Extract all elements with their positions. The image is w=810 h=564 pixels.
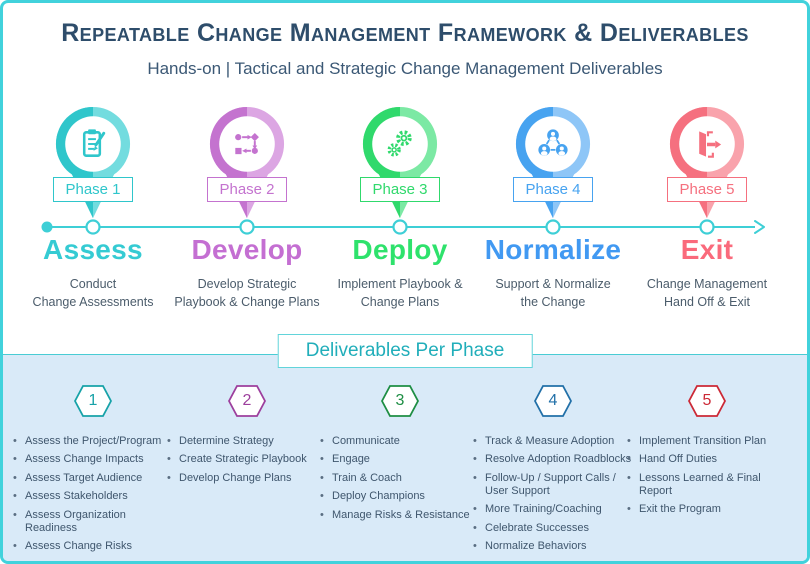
phase-1-name: Assess: [43, 234, 143, 265]
phase-3-label: Phase 3: [360, 177, 440, 202]
page-title: Repeatable Change Management Framework &…: [61, 19, 749, 47]
timeline-node-5: [699, 219, 715, 235]
phase-2-deliverables-list: Determine Strategy Create Strategic Play…: [166, 435, 328, 490]
phase-3-hexagon-badge: 3: [381, 385, 419, 417]
timeline-node-4: [545, 219, 561, 235]
list-item: Manage Risks & Resistance: [319, 509, 481, 522]
list-item: Engage: [319, 453, 481, 466]
list-item: Follow-Up / Support Calls / User Support: [472, 472, 634, 498]
exit-door-icon: [699, 131, 722, 158]
deliverables-section: 1 2 3 4 5 Assess the Project/Program Ass…: [3, 354, 807, 561]
timeline-arrow-icon: [754, 220, 765, 234]
phase-4-hexagon-badge: 4: [534, 385, 572, 417]
phase-5-deliverables-list: Implement Transition Plan Hand Off Dutie…: [626, 435, 788, 522]
phase-3-number: 3: [395, 392, 405, 409]
timeline: [41, 219, 765, 235]
phase-4-name: Normalize: [484, 234, 622, 265]
list-item: Lessons Learned & Final Report: [626, 472, 788, 498]
list-item: Track & Measure Adoption: [472, 435, 634, 448]
phase-1-label: Phase 1: [53, 177, 133, 202]
phase-2-hexagon-badge: 2: [228, 385, 266, 417]
page-subtitle: Hands-on | Tactical and Strategic Change…: [147, 59, 663, 78]
phase-2-label: Phase 2: [207, 177, 287, 202]
phase-3-pin: [361, 105, 439, 227]
phase-4-pin: [514, 105, 592, 227]
timeline-node-3: [392, 219, 408, 235]
list-item: Celebrate Successes: [472, 522, 634, 535]
list-item: Assess Organization Readiness: [12, 509, 174, 535]
list-item: More Training/Coaching: [472, 503, 634, 516]
clipboard-checklist-icon: [82, 129, 106, 157]
list-item: Determine Strategy: [166, 435, 328, 448]
list-item: Implement Transition Plan: [626, 435, 788, 448]
list-item: Communicate: [319, 435, 481, 448]
list-item: Create Strategic Playbook: [166, 453, 328, 466]
workflow-icon: [235, 133, 259, 155]
list-item: Exit the Program: [626, 503, 788, 516]
list-item: Assess Target Audience: [12, 472, 174, 485]
list-item: Deploy Champions: [319, 490, 481, 503]
phase-5-number: 5: [702, 392, 712, 409]
phase-5-name: Exit: [680, 234, 734, 265]
timeline-node-1: [85, 219, 101, 235]
phase-5-pin: [668, 105, 746, 227]
phase-1-number: 1: [88, 392, 98, 409]
phase-4-label: Phase 4: [513, 177, 593, 202]
phase-3-deliverables-list: Communicate Engage Train & Coach Deploy …: [319, 435, 481, 527]
deliverables-header: Deliverables Per Phase: [277, 334, 533, 368]
list-item: Resolve Adoption Roadblocks: [472, 453, 634, 466]
phase-5-hexagon-badge: 5: [688, 385, 726, 417]
phase-5-label: Phase 5: [667, 177, 747, 202]
team-network-icon: [538, 129, 568, 156]
phase-2-name: Develop: [191, 234, 303, 265]
list-item: Assess Stakeholders: [12, 490, 174, 503]
phase-1-pin: [54, 105, 132, 227]
list-item: Normalize Behaviors: [472, 540, 634, 553]
timeline-start-dot: [41, 221, 53, 233]
list-item: Train & Coach: [319, 472, 481, 485]
phase-3-name: Deploy: [352, 234, 448, 265]
phase-1-deliverables-list: Assess the Project/Program Assess Change…: [12, 435, 174, 559]
list-item: Hand Off Duties: [626, 453, 788, 466]
phase-4-number: 4: [548, 392, 558, 409]
phase-4-deliverables-list: Track & Measure Adoption Resolve Adoptio…: [472, 435, 634, 559]
phase-2-pin: [208, 105, 286, 227]
phase-2-number: 2: [242, 392, 252, 409]
list-item: Assess Change Risks: [12, 540, 174, 553]
list-item: Develop Change Plans: [166, 472, 328, 485]
list-item: Assess the Project/Program: [12, 435, 174, 448]
timeline-node-2: [239, 219, 255, 235]
phase-3-description: Implement Playbook &Change Plans: [337, 277, 463, 309]
phase-1-hexagon-badge: 1: [74, 385, 112, 417]
list-item: Assess Change Impacts: [12, 453, 174, 466]
